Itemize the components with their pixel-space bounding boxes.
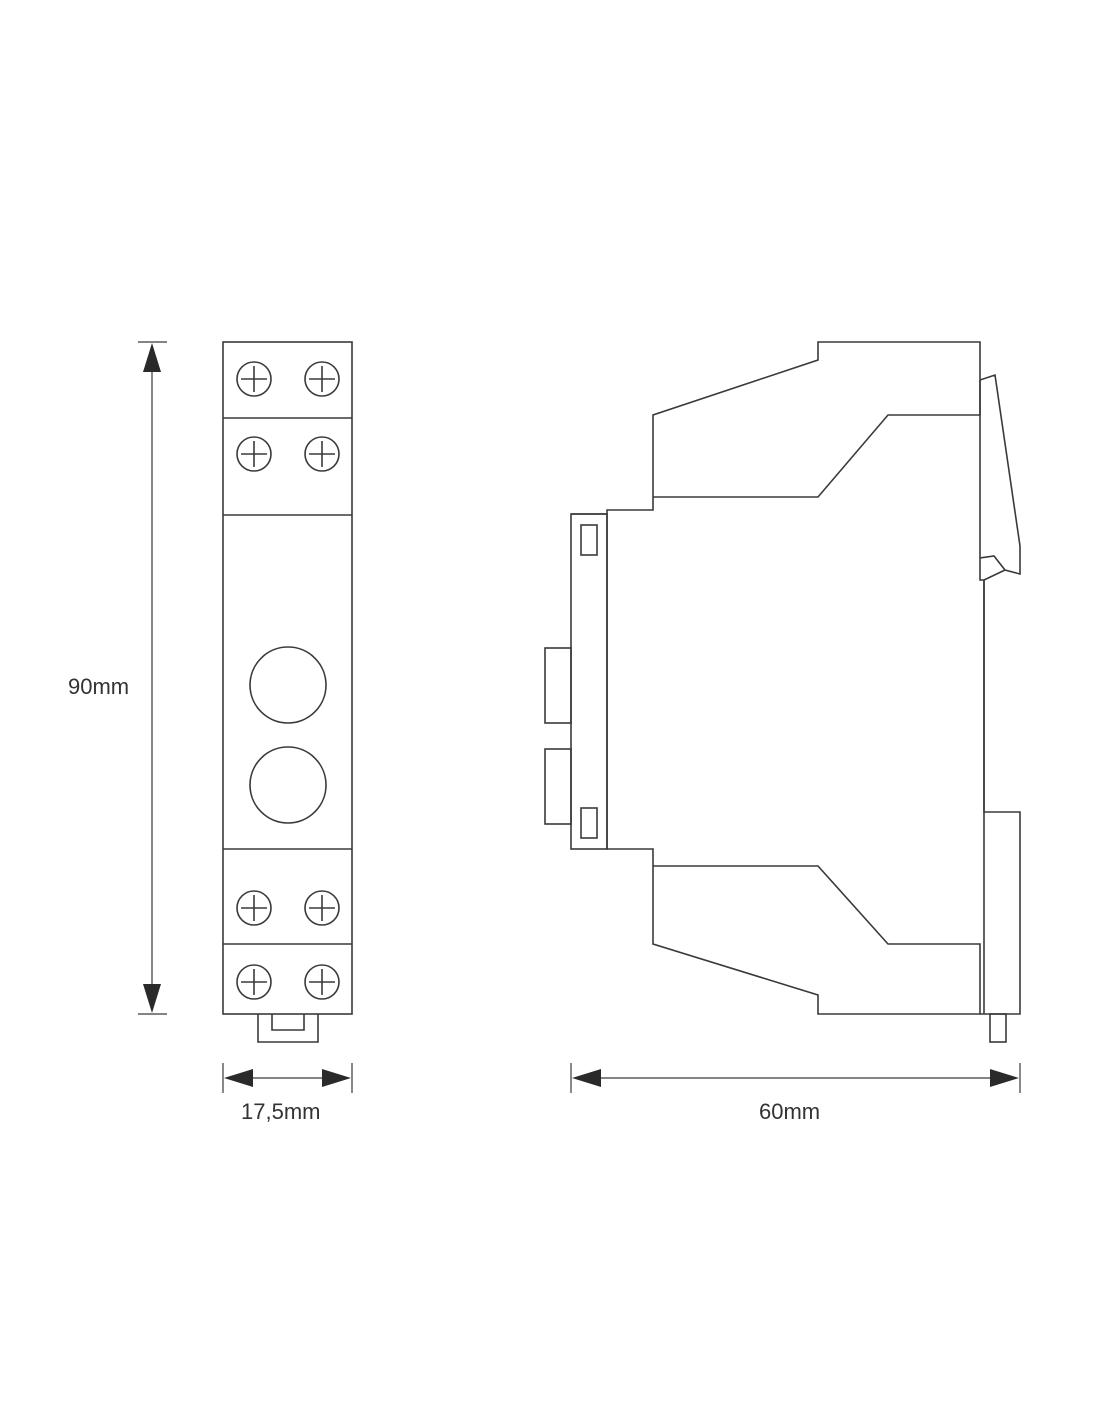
- terminal-screw-icon: [236, 436, 272, 472]
- front-width-dimension: [222, 1063, 353, 1093]
- latch-slot: [580, 807, 598, 839]
- arrow-up-icon: [143, 343, 161, 372]
- arrow-left-icon: [224, 1069, 253, 1087]
- side-view: [544, 341, 1021, 1043]
- din-clip-slot: [271, 1014, 305, 1031]
- front-width-dimension-label: 17,5mm: [241, 1099, 321, 1124]
- terminal-screw-icon: [304, 964, 340, 1000]
- din-clip-edge: [983, 569, 1006, 581]
- height-dimension: [138, 341, 167, 1015]
- terminal-screw-icon: [236, 964, 272, 1000]
- front-plate: [570, 513, 608, 850]
- terminal-screw-icon: [236, 890, 272, 926]
- side-view-body: [571, 341, 981, 1015]
- arrow-right-icon: [990, 1069, 1019, 1087]
- arrow-left-icon: [572, 1069, 601, 1087]
- depth-dimension: [570, 1063, 1021, 1093]
- din-clip-foot: [989, 1013, 1007, 1043]
- front-protrusion: [544, 647, 572, 724]
- front-view: [222, 341, 353, 1043]
- terminal-screw-icon: [304, 890, 340, 926]
- latch-slot: [580, 524, 598, 556]
- terminal-screw-icon: [236, 361, 272, 397]
- front-protrusion: [544, 748, 572, 825]
- din-clip-tab: [257, 1014, 319, 1043]
- arrow-right-icon: [322, 1069, 351, 1087]
- terminal-screw-icon: [304, 436, 340, 472]
- din-rail-clip: [979, 373, 1021, 1015]
- arrow-down-icon: [143, 984, 161, 1013]
- indicator-led-icon: [249, 646, 327, 724]
- height-dimension-label: 90mm: [68, 674, 130, 699]
- indicator-led-icon: [249, 746, 327, 824]
- front-view-body: [222, 341, 353, 1015]
- depth-dimension-label: 60mm: [759, 1099, 821, 1124]
- terminal-screw-icon: [304, 361, 340, 397]
